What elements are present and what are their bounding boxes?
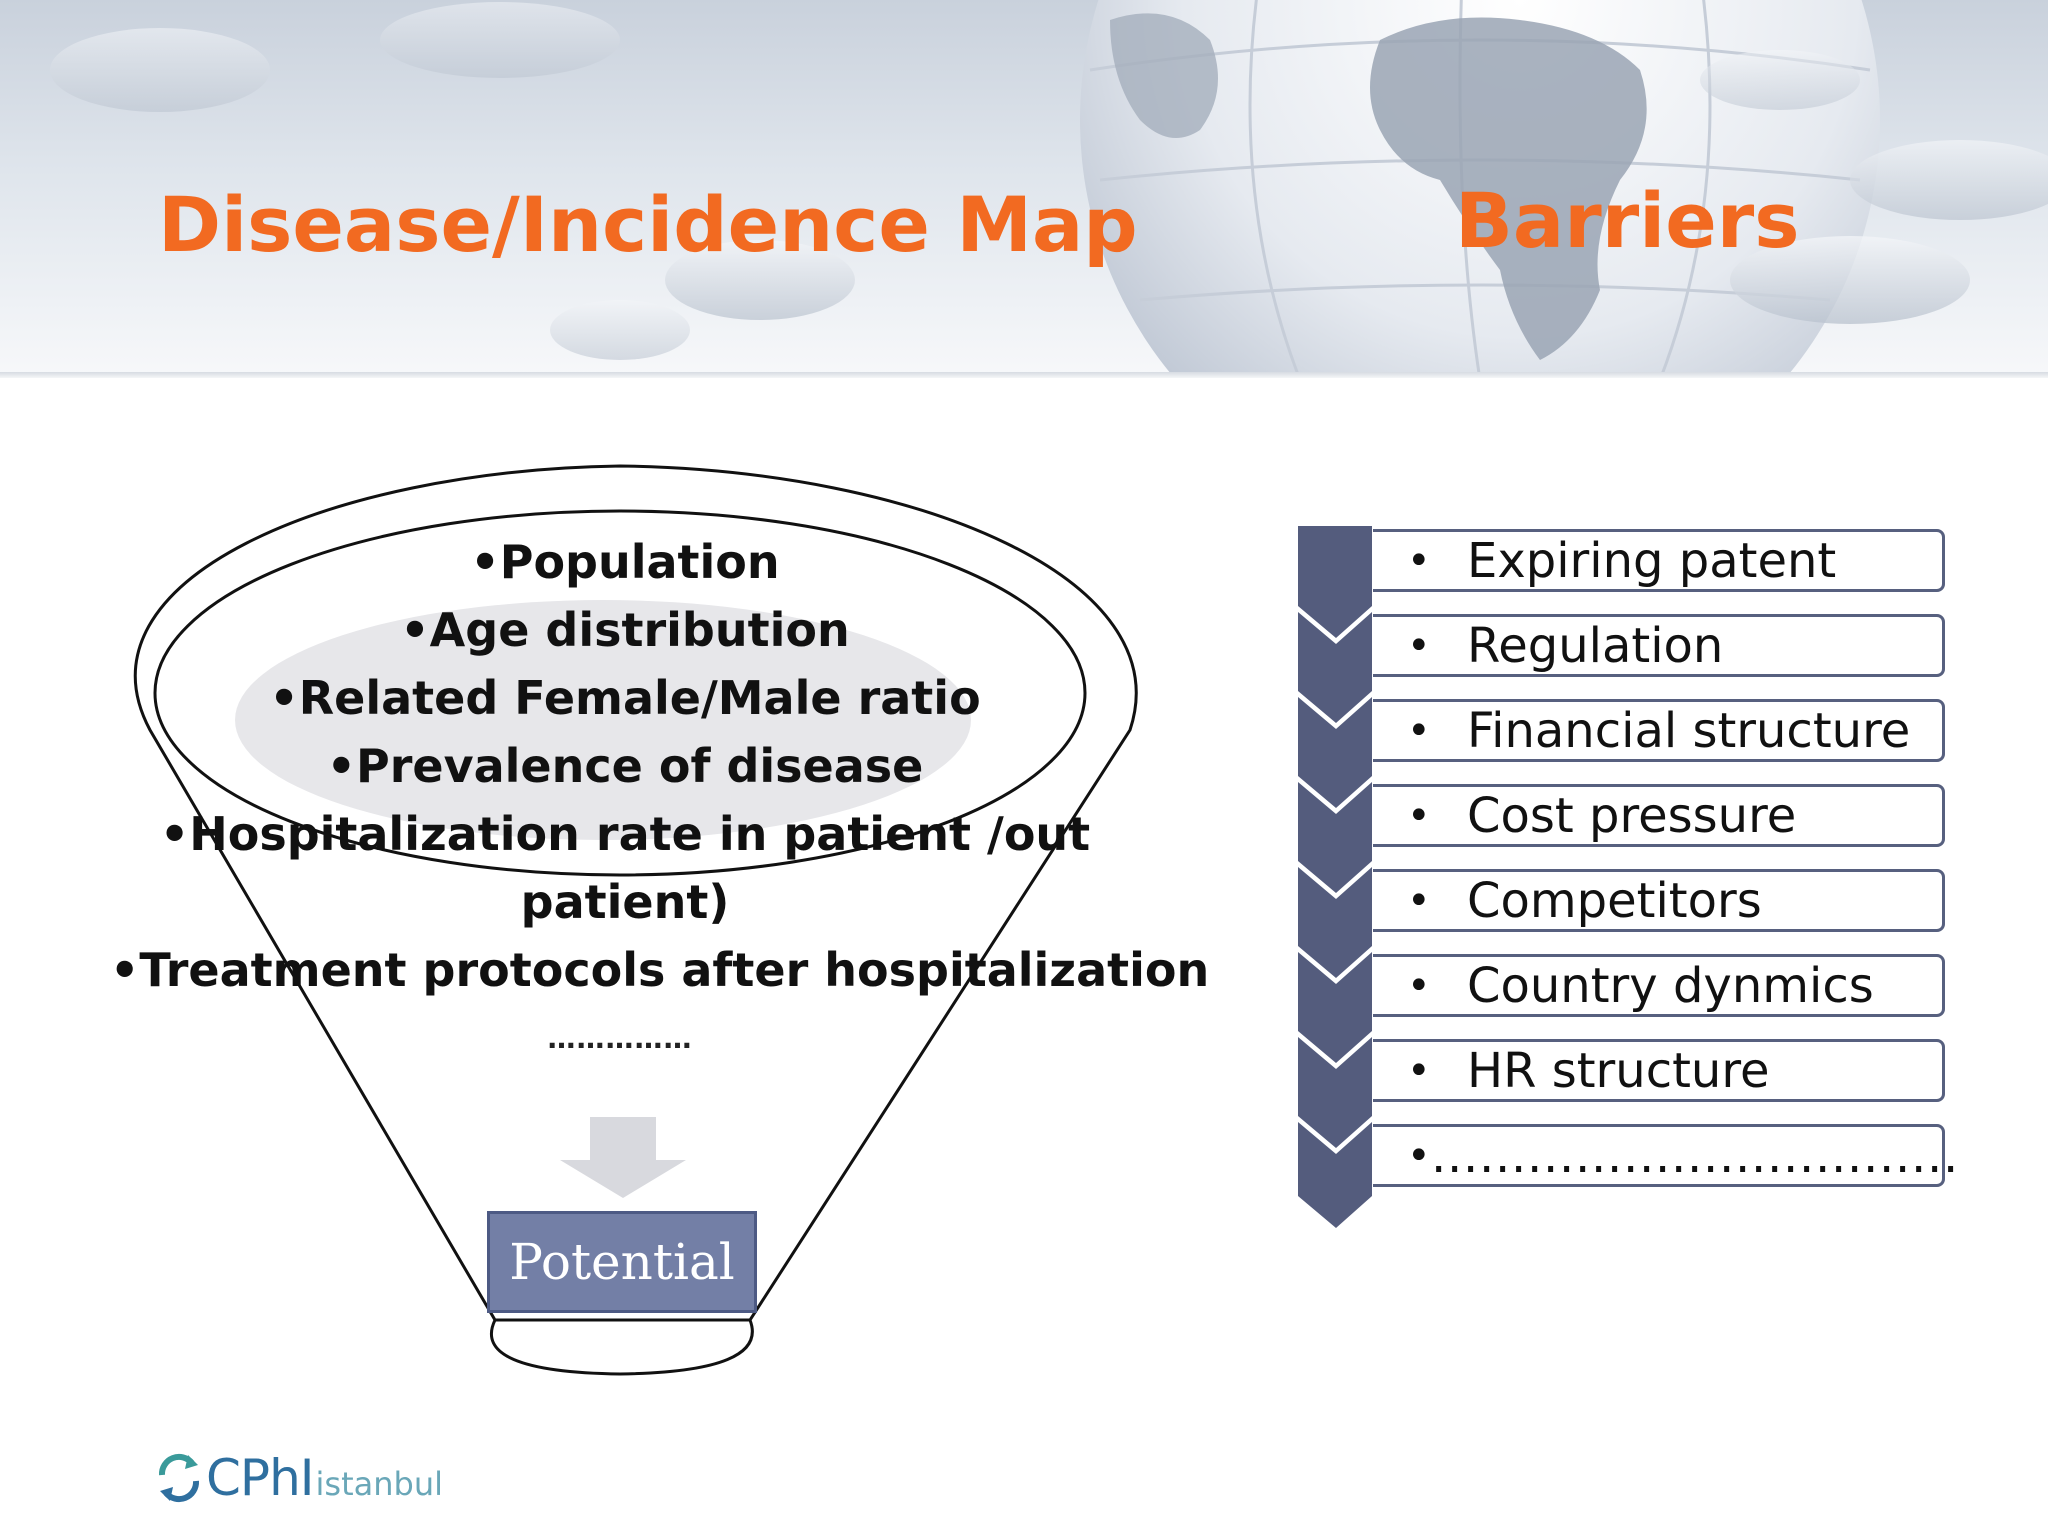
chevron-5 (1298, 867, 1372, 978)
barrier-item: • Financial structure (1373, 699, 1945, 762)
barrier-label: Financial structure (1467, 702, 1911, 759)
recycle-arrows-icon (158, 1453, 200, 1503)
factor-prevalence: •Prevalence of disease (326, 739, 924, 793)
chevron-8 (1298, 1122, 1372, 1228)
barrier-item: • Cost pressure (1373, 784, 1945, 847)
cphi-istanbul-logo: CPhI istanbul (152, 1448, 443, 1508)
chevron-3 (1298, 697, 1372, 808)
factor-hospitalization-rate-cont: patient) (520, 875, 730, 929)
barrier-item: • Country dynmics (1373, 954, 1945, 1017)
factor-population: •Population (470, 535, 780, 589)
barrier-label: Country dynmics (1467, 957, 1874, 1014)
chevron-1 (1298, 526, 1372, 638)
bullet-icon: • (1407, 877, 1431, 924)
header-divider (0, 372, 2048, 378)
down-arrow-icon (560, 1117, 686, 1198)
bullet-icon: • (1407, 537, 1431, 584)
barrier-label: HR structure (1467, 1042, 1770, 1099)
chevron-2 (1298, 612, 1372, 723)
chevron-7 (1298, 1037, 1372, 1148)
header-banner (0, 0, 2048, 378)
bullet-icon: • (1407, 1047, 1431, 1094)
barrier-label: Regulation (1467, 617, 1724, 674)
barrier-label: Competitors (1467, 872, 1762, 929)
barrier-item: • HR structure (1373, 1039, 1945, 1102)
barrier-label: Cost pressure (1467, 787, 1797, 844)
barrier-item: • …………………………… (1373, 1124, 1959, 1187)
factor-gender-ratio: •Related Female/Male ratio (269, 671, 981, 725)
chevron-6 (1298, 952, 1372, 1063)
logo-main-text: CPhI (206, 1449, 314, 1507)
funnel-bottom (489, 1319, 754, 1376)
funnel-factors: •Population •Age distribution •Related F… (110, 528, 1210, 1004)
factor-age-distribution: •Age distribution (400, 603, 850, 657)
barrier-item: • Regulation (1373, 614, 1945, 677)
chevron-4 (1298, 782, 1372, 893)
barrier-label: …………………………… (1430, 1127, 1959, 1184)
funnel-highlight (235, 600, 971, 840)
bullet-icon: • (1407, 1132, 1431, 1179)
bullet-icon: • (1407, 792, 1431, 839)
funnel-ellipsis: …………… (547, 1022, 693, 1055)
factor-treatment-protocols: •Treatment protocols after hospitalizati… (110, 943, 1210, 997)
disease-map-title: Disease/Incidence Map (158, 180, 1138, 269)
logo-city-text: istanbul (315, 1465, 443, 1503)
barrier-item: • Competitors (1373, 869, 1945, 932)
globe-pills-illustration (50, 0, 2048, 378)
potential-box: Potential (487, 1211, 757, 1313)
funnel-outline (134, 464, 1138, 1322)
barriers-title: Barriers (1455, 176, 1800, 265)
bullet-icon: • (1407, 962, 1431, 1009)
funnel-inner-ellipse (153, 509, 1087, 877)
bullet-icon: • (1407, 707, 1431, 754)
bullet-icon: • (1407, 622, 1431, 669)
barrier-item: • Expiring patent (1373, 529, 1945, 592)
factor-hospitalization-rate: •Hospitalization rate in patient /out (159, 807, 1091, 861)
barrier-label: Expiring patent (1467, 532, 1837, 589)
